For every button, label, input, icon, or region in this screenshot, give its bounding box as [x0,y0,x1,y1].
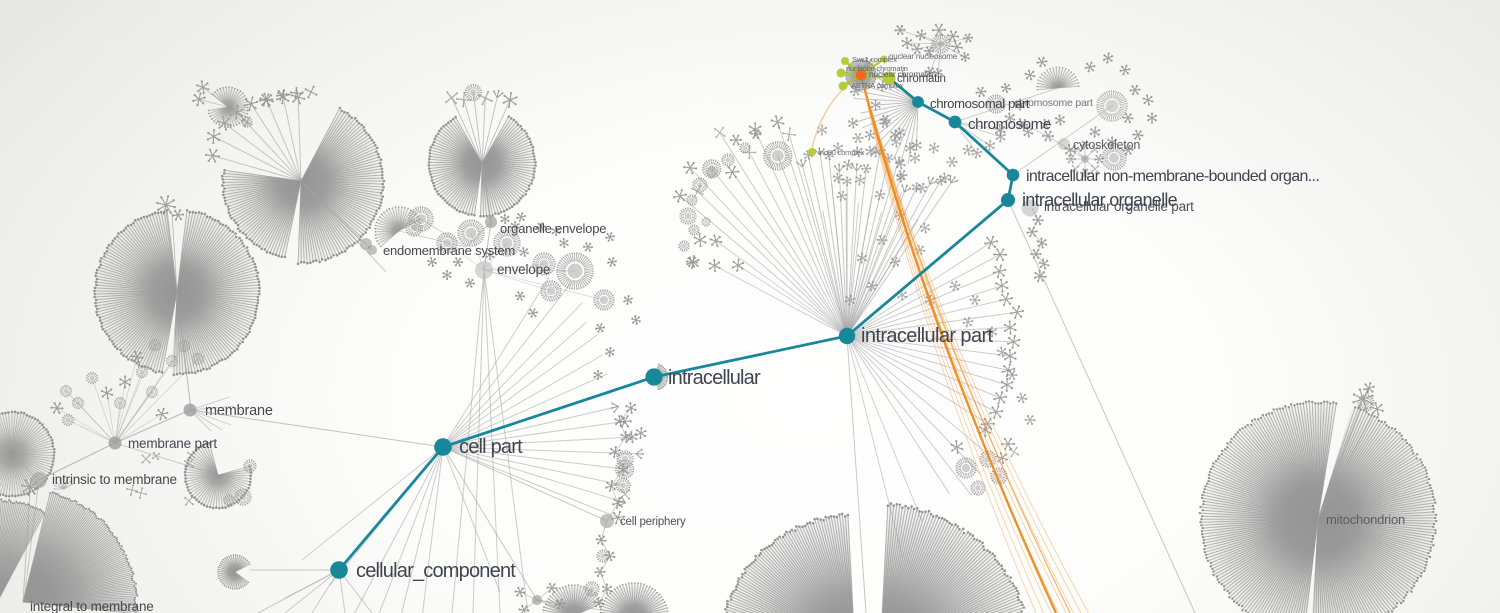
svg-text:intrinsic to membrane: intrinsic to membrane [52,472,177,487]
svg-text:ASTRA complex: ASTRA complex [851,81,903,90]
svg-text:intracellular organelle part: intracellular organelle part [1044,199,1194,214]
svg-text:cytoskeleton: cytoskeleton [1073,138,1140,152]
svg-text:chromosomal part: chromosomal part [930,96,1030,111]
svg-text:intracellular organelle: intracellular organelle [1022,190,1178,210]
svg-text:cellular_component: cellular_component [356,560,516,582]
svg-text:mitochondrion: mitochondrion [1326,512,1405,527]
svg-text:intracellular non-membrane-bou: intracellular non-membrane-bounded organ… [1026,168,1319,185]
svg-text:membrane part: membrane part [128,436,217,451]
svg-text:chromatin: chromatin [897,73,946,85]
svg-text:nucleolar chromatin: nucleolar chromatin [846,64,908,73]
svg-text:chromosome: chromosome [968,116,1051,133]
svg-text:nuclear chromatin: nuclear chromatin [869,69,934,79]
svg-text:membrane: membrane [205,403,273,419]
svg-text:organelle envelope: organelle envelope [500,221,606,236]
svg-text:nuclear nucleosome: nuclear nucleosome [889,52,958,61]
svg-text:intracellular: intracellular [668,367,761,389]
svg-text:Swr1 complex: Swr1 complex [852,55,897,64]
svg-text:integral to membrane: integral to membrane [30,599,154,613]
svg-text:endomembrane system: endomembrane system [383,243,515,258]
svg-text:cell periphery: cell periphery [620,516,686,528]
svg-text:intracellular part: intracellular part [861,325,994,347]
svg-text:cell part: cell part [459,436,523,458]
svg-text:Ino80 complex: Ino80 complex [818,148,865,157]
svg-text:chromosome part: chromosome part [1014,97,1093,109]
svg-text:envelope: envelope [497,262,550,277]
